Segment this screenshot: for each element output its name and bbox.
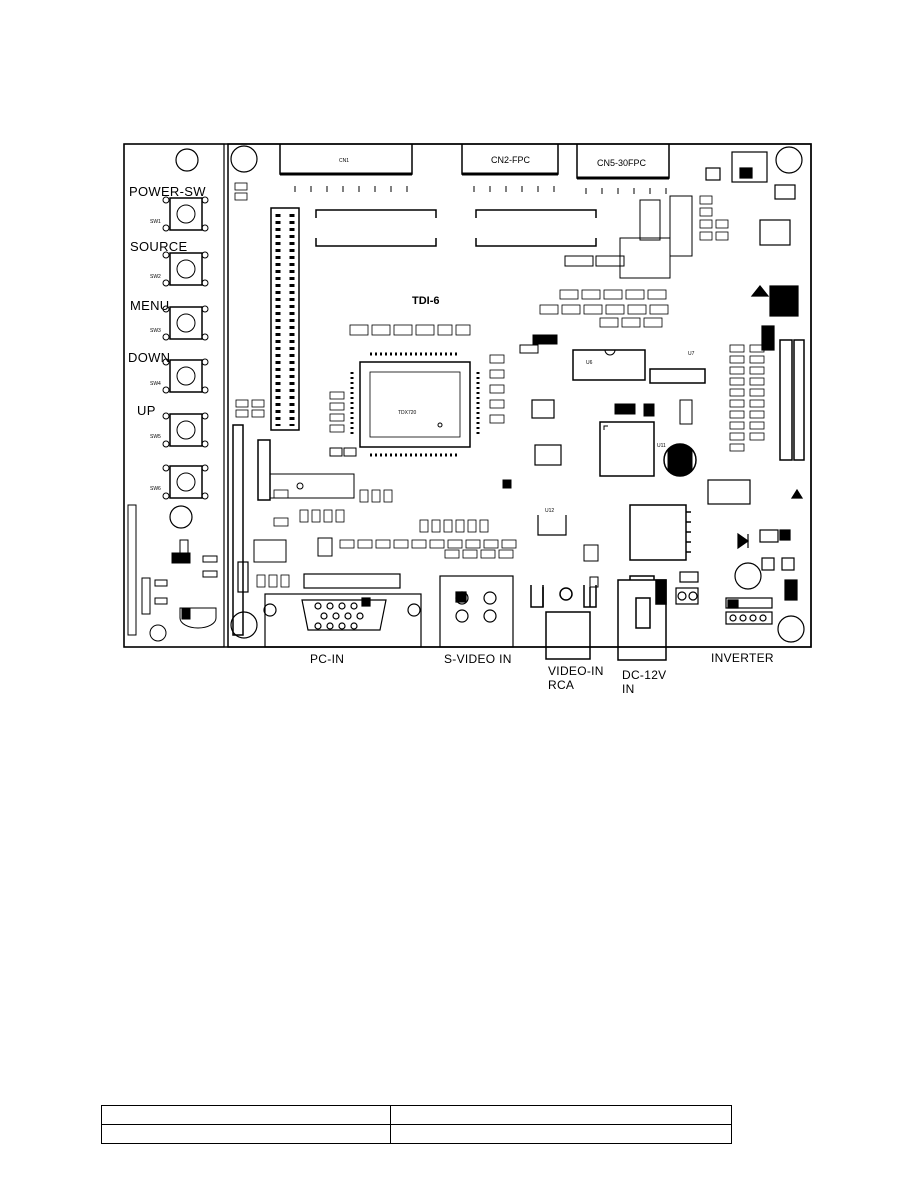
switch-sw6: [162, 464, 209, 500]
label-source: SOURCE: [130, 239, 188, 254]
switch-sw3: [162, 305, 209, 341]
u7-label: U7: [688, 351, 695, 357]
sw3-label: SW3: [150, 328, 161, 334]
label-pc-in: PC-IN: [310, 652, 345, 666]
table-cell: [101, 1124, 391, 1144]
u11-label: U11: [657, 443, 666, 449]
main-board: [227, 143, 812, 648]
switch-sw2: [162, 251, 209, 287]
table-cell: [390, 1105, 732, 1125]
label-up: UP: [137, 403, 156, 418]
capacitor-c2: [663, 443, 697, 477]
label-dc12v: DC-12V: [622, 668, 667, 682]
ic-main-scaler: [350, 352, 480, 457]
ic-u6: [572, 349, 646, 381]
connector-cn2: [461, 144, 559, 176]
connector-pc-in: [237, 561, 422, 648]
cn2-label: CN2-FPC: [491, 155, 531, 165]
label-dc-in: IN: [622, 682, 635, 696]
cn5-label: CN5-30FPC: [597, 158, 647, 168]
connector-con: [675, 571, 699, 605]
connector-cn1: [279, 144, 413, 176]
vertical-strips: [232, 339, 805, 636]
sw1-label: SW1: [150, 219, 161, 225]
label-svideo-in: S-VIDEO IN: [444, 652, 512, 666]
sw2-label: SW2: [150, 274, 161, 280]
ic-u7-socket: [649, 368, 706, 384]
u6-label: U6: [586, 360, 593, 366]
u12-label: U12: [545, 508, 554, 514]
switch-sw4: [162, 358, 209, 394]
fpc-pin-ticks: [294, 186, 667, 194]
power-area: [705, 151, 804, 625]
ic-u12: [537, 515, 567, 536]
label-power-sw: POWER-SW: [129, 184, 206, 199]
ic-u4: [531, 399, 562, 466]
transformer-u1: [629, 504, 691, 561]
label-video-in: VIDEO-IN: [548, 664, 604, 678]
connector-svideo: [439, 575, 514, 648]
label-inverter: INVERTER: [711, 651, 774, 665]
connector-dc12v: [617, 575, 667, 661]
switch-sw1: [162, 196, 209, 232]
pin-header-j6: [270, 207, 300, 431]
bracket-j2: [315, 209, 597, 247]
label-rca: RCA: [548, 678, 575, 692]
table-cell: [101, 1105, 391, 1125]
sw6-label: SW6: [150, 486, 161, 492]
switch-sw5: [162, 412, 209, 448]
connector-video-rca: [530, 585, 597, 660]
connector-cn5: [576, 144, 670, 180]
ic-u11: [599, 421, 655, 477]
table-row: [101, 1124, 732, 1144]
label-menu: MENU: [130, 298, 170, 313]
board-outline: [123, 143, 812, 648]
footer-table: [101, 1105, 732, 1144]
cn1-label: CN1: [339, 158, 349, 164]
inductor-l1: [707, 479, 751, 505]
sw4-label: SW4: [150, 381, 161, 387]
main-chip-label: TDX720: [398, 410, 417, 416]
table-cell: [390, 1124, 732, 1144]
table-row: [101, 1105, 732, 1125]
keypad-lower: [127, 504, 218, 642]
keypad-board: [123, 143, 225, 648]
board-model-label: TDI-6: [412, 295, 440, 307]
mounting-holes: [169, 145, 805, 643]
label-down: DOWN: [128, 350, 171, 365]
sw5-label: SW5: [150, 434, 161, 440]
misc-parts: [253, 195, 693, 588]
component-field: [234, 182, 765, 588]
